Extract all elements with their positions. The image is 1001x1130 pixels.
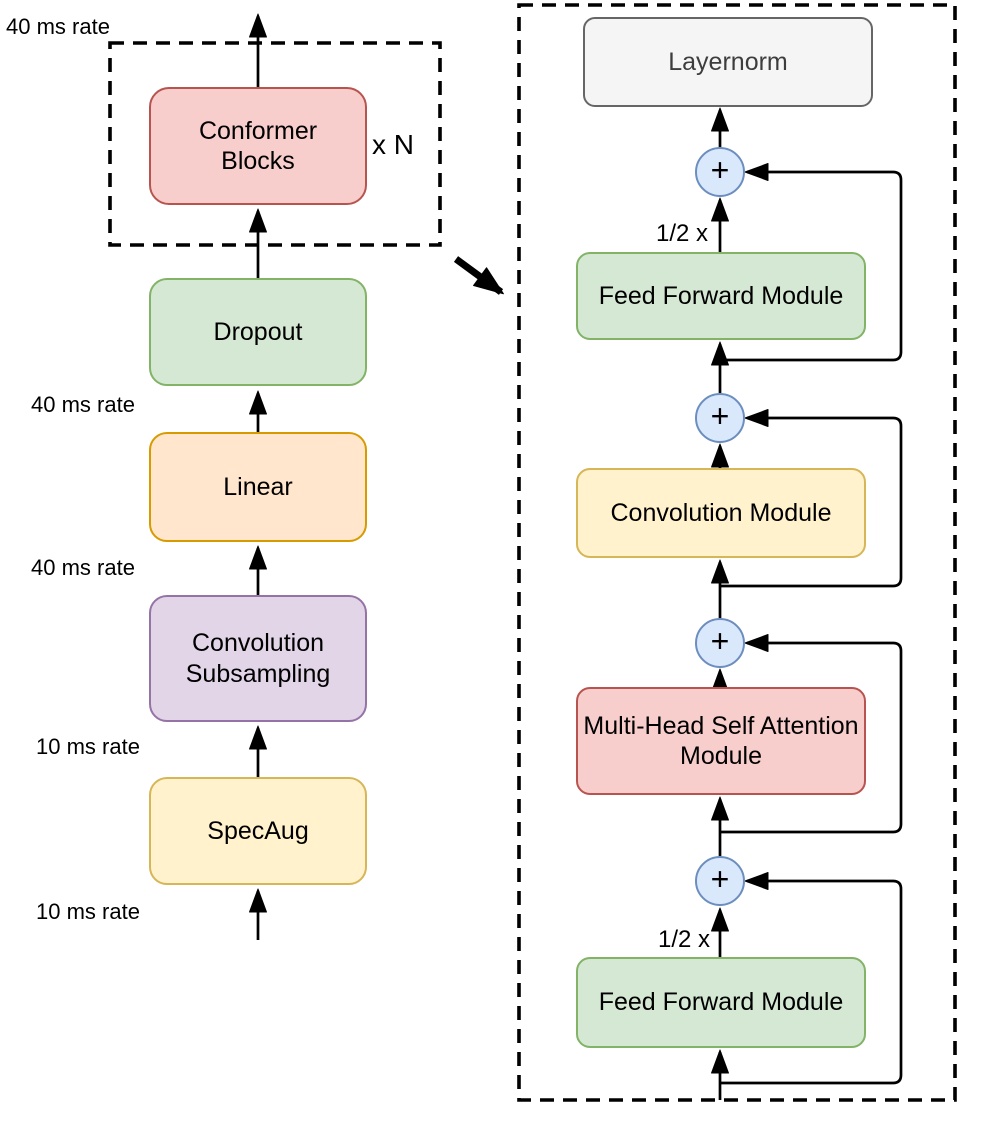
block-dropout-label: Dropout bbox=[213, 317, 303, 346]
block-layernorm: Layernorm bbox=[583, 17, 873, 107]
rate-label-input: 10 ms rate bbox=[36, 899, 140, 924]
module-feed-forward-top-label: Feed Forward Module bbox=[598, 281, 844, 310]
block-dropout: Dropout bbox=[149, 278, 367, 386]
half-scale-label-top: 1/2 x bbox=[656, 220, 709, 247]
module-feed-forward-top: Feed Forward Module bbox=[576, 252, 866, 340]
block-convolution-subsampling: Convolution Subsampling bbox=[149, 595, 367, 722]
rate-label-after-linear: 40 ms rate bbox=[31, 392, 135, 417]
sum-node-mhsa: + bbox=[695, 618, 745, 668]
module-feed-forward-bottom: Feed Forward Module bbox=[576, 957, 866, 1048]
module-multi-head-self-attention: Multi-Head Self Attention Module bbox=[576, 687, 866, 795]
block-linear-label: Linear bbox=[223, 472, 293, 501]
skip-connection-mhsa bbox=[720, 634, 903, 834]
repeat-count-label: x N bbox=[372, 129, 414, 160]
sum-node-top: + bbox=[695, 147, 745, 197]
module-convolution-label: Convolution Module bbox=[610, 498, 832, 527]
block-layernorm-label: Layernorm bbox=[668, 47, 788, 76]
conformer-blocks-dashed-border bbox=[108, 41, 442, 247]
expand-arrow-icon bbox=[453, 256, 504, 295]
conformer-block-detail-dashed-border bbox=[517, 3, 957, 1102]
module-multi-head-self-attention-label: Multi-Head Self Attention Module bbox=[583, 711, 859, 771]
block-convolution-subsampling-label: Convolution Subsampling bbox=[185, 629, 331, 688]
block-specaug: SpecAug bbox=[149, 777, 367, 885]
module-convolution: Convolution Module bbox=[576, 468, 866, 558]
block-conformer-blocks: Conformer Blocks bbox=[149, 87, 367, 205]
skip-connection-conv bbox=[720, 409, 903, 588]
block-linear: Linear bbox=[149, 432, 367, 542]
half-scale-label-bottom: 1/2 x bbox=[658, 926, 711, 953]
skip-connection-ffn-bottom bbox=[720, 872, 903, 1085]
sum-node-bottom: + bbox=[695, 856, 745, 906]
module-feed-forward-bottom-label: Feed Forward Module bbox=[598, 988, 844, 1017]
sum-node-conv: + bbox=[695, 393, 745, 443]
rate-label-after-subsampling: 40 ms rate bbox=[31, 555, 135, 580]
block-conformer-blocks-label: Conformer Blocks bbox=[198, 116, 318, 176]
block-specaug-label: SpecAug bbox=[207, 816, 309, 845]
rate-label-after-specaug: 10 ms rate bbox=[36, 734, 140, 759]
rate-label-output: 40 ms rate bbox=[6, 14, 110, 39]
skip-connection-ffn-top bbox=[720, 163, 903, 362]
